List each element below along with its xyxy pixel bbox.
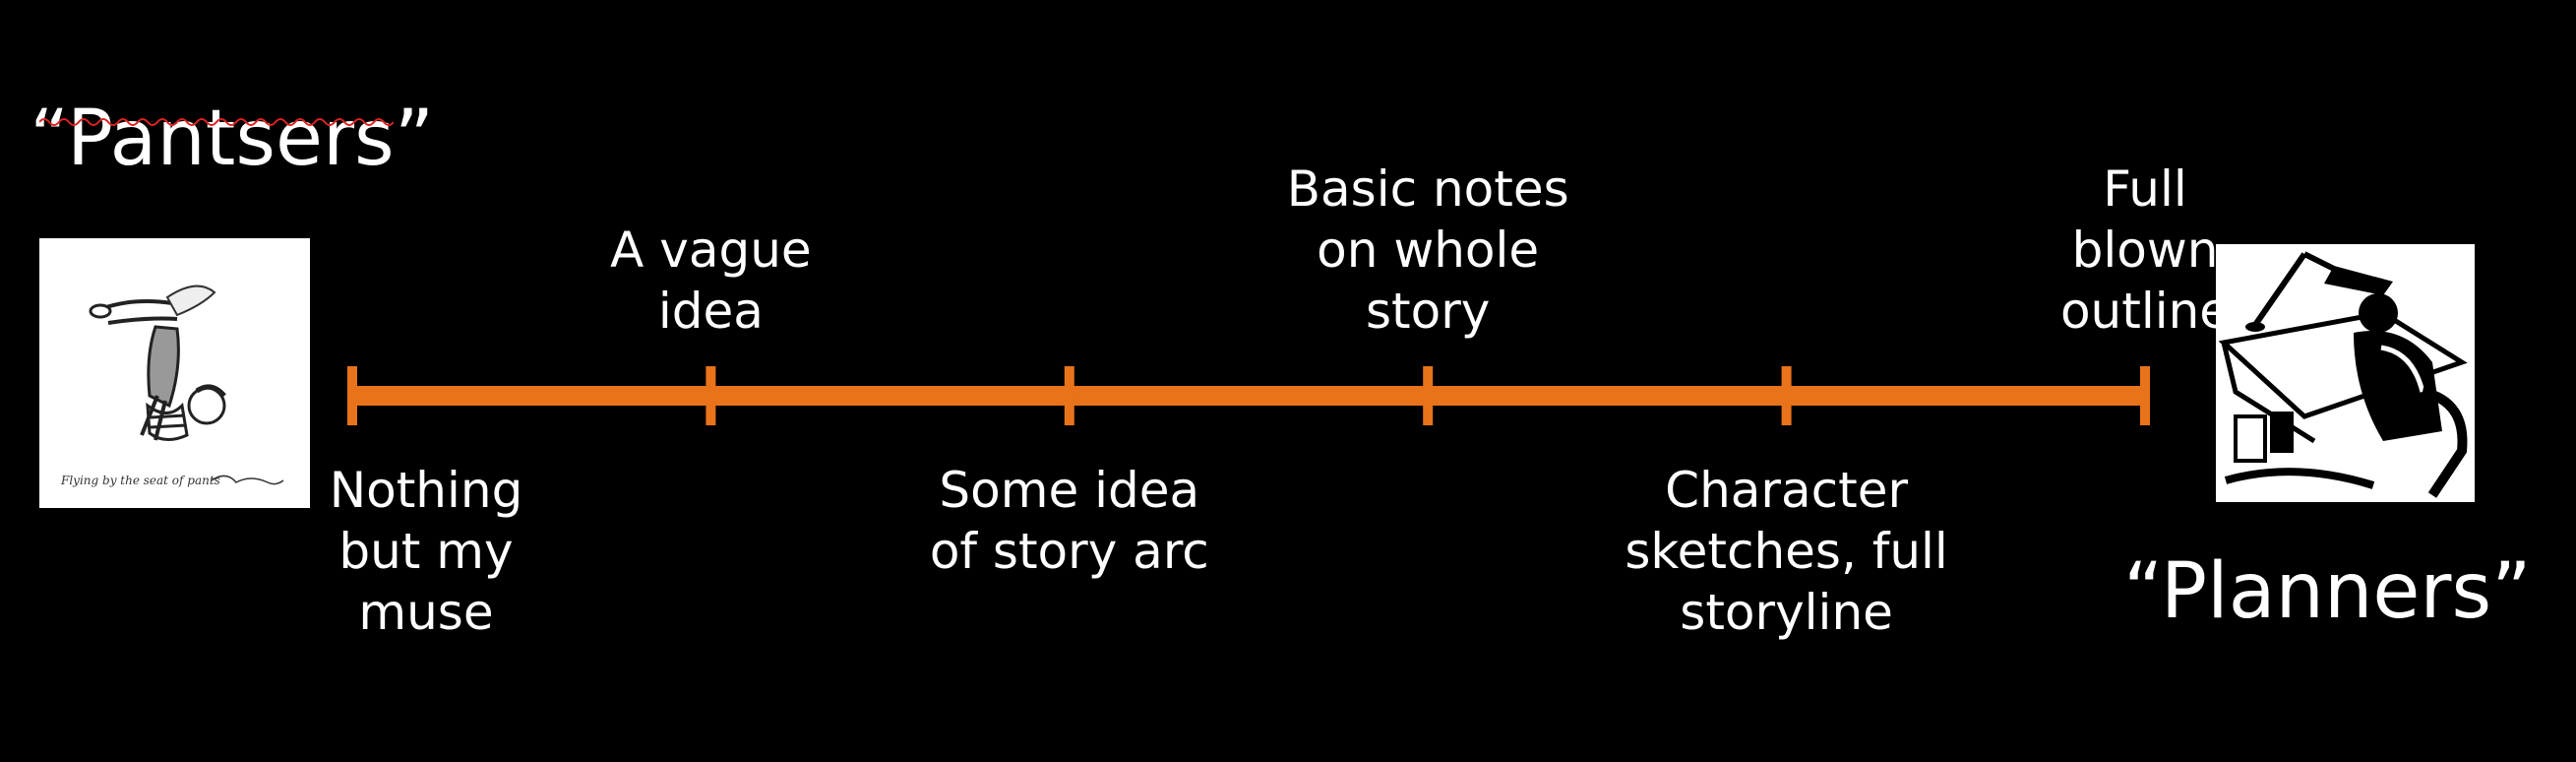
- timeline-label-3: Basic notes on whole story: [1286, 160, 1569, 340]
- timeline-label-5: Full blown outline: [2059, 160, 2231, 340]
- timeline-label-4: Character sketches, full storyline: [1625, 462, 1948, 641]
- timeline-tick-5: [2140, 366, 2150, 425]
- timeline-tick-4: [1781, 366, 1792, 425]
- pantsers-heading: “Pantsers”: [30, 95, 435, 183]
- spellcheck-squiggle: [39, 118, 394, 126]
- timeline-tick-2: [1064, 366, 1074, 425]
- timeline-bar: [352, 386, 2145, 406]
- handstand-figure-cartoon-icon: Flying by the seat of pants: [60, 285, 284, 487]
- planners-heading: “Planners”: [2123, 547, 2532, 636]
- cartoon-caption: Flying by the seat of pants: [60, 474, 220, 487]
- timeline-label-2: Some idea of story arc: [929, 462, 1209, 580]
- timeline-label-0: Nothing but my muse: [329, 462, 523, 641]
- timeline-tick-0: [347, 366, 357, 425]
- timeline-tick-1: [705, 366, 716, 425]
- timeline-tick-3: [1423, 366, 1434, 425]
- planner-illustration-image: [2216, 244, 2475, 502]
- writer-at-desk-lamp-icon: [2218, 251, 2468, 498]
- pantser-cartoon-image: Flying by the seat of pants: [39, 238, 310, 508]
- artist-signature-mark: [211, 475, 284, 485]
- timeline-label-1: A vague idea: [610, 222, 812, 340]
